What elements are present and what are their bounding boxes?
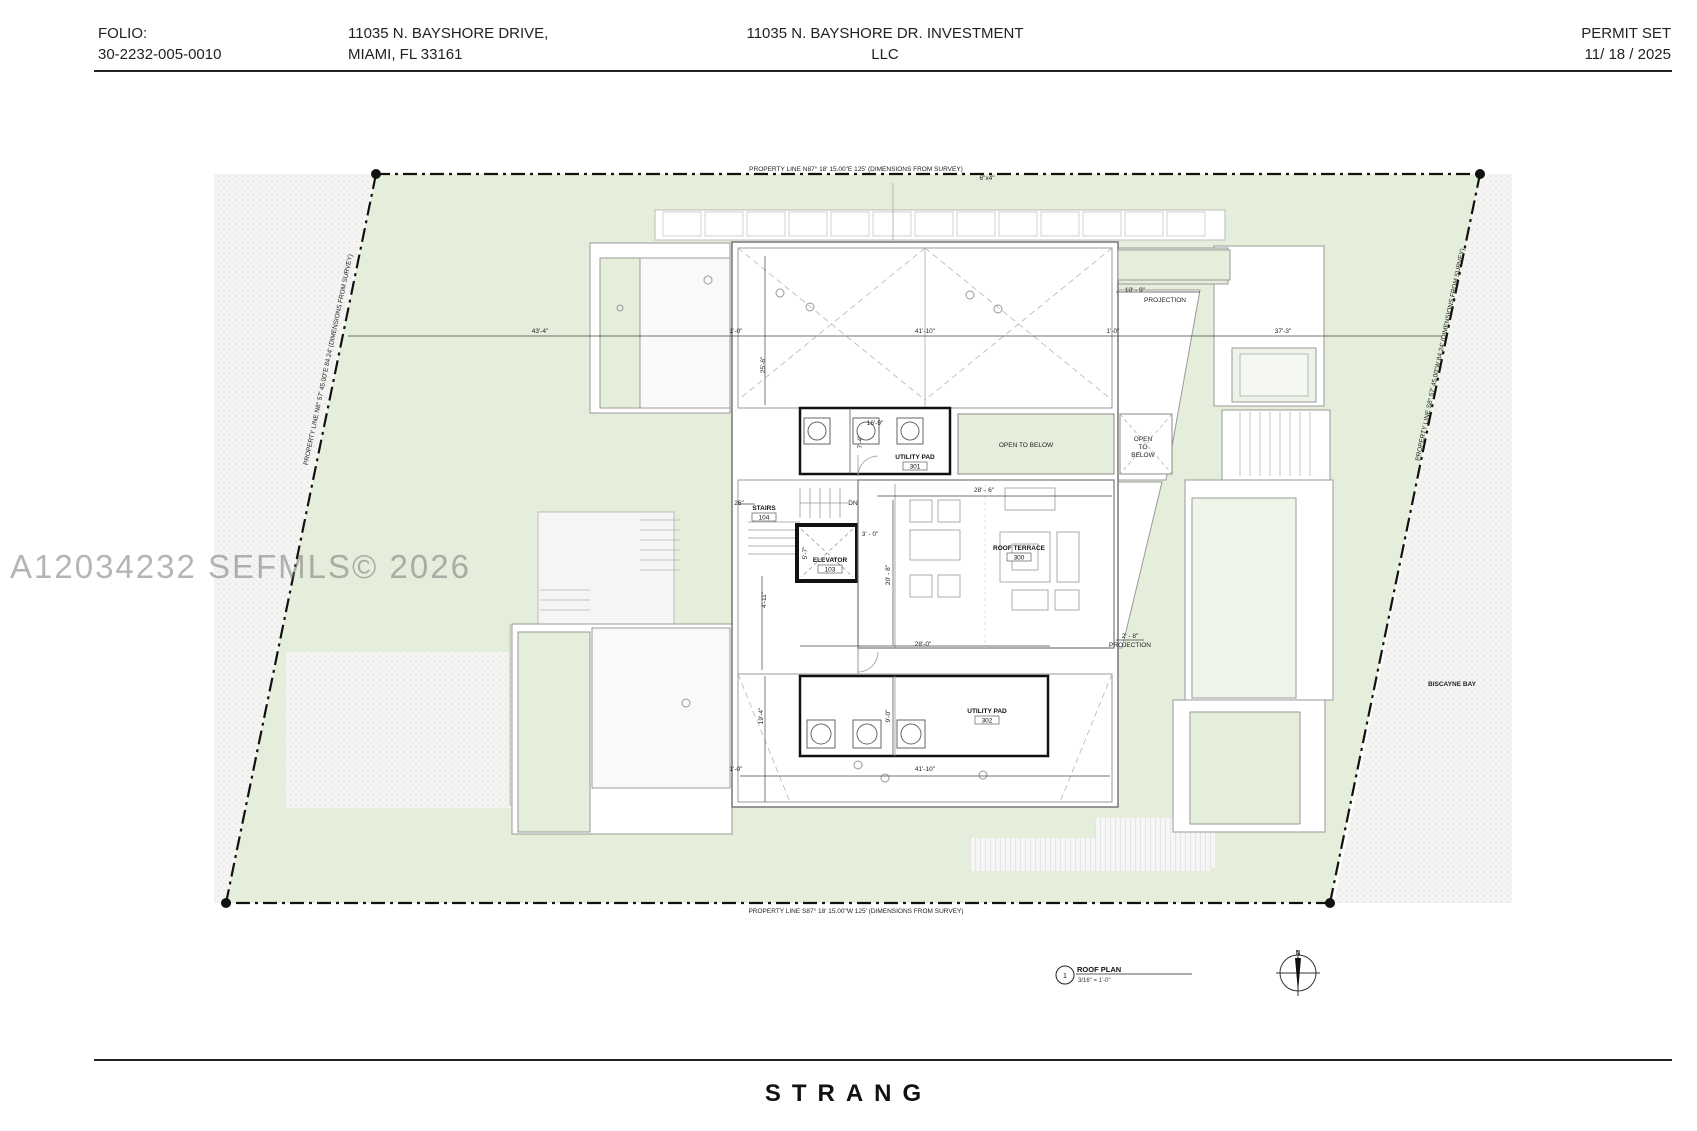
dim-20-8: 20' - 8" <box>885 564 892 585</box>
paver-row <box>662 211 1206 237</box>
roof-terrace-label: ROOF TERRACE <box>993 545 1046 552</box>
dim-25-6: 25'-6" <box>760 356 767 373</box>
utility-pad-301-units <box>803 417 924 445</box>
drawing-title: 1 ROOF PLAN 3/16" = 1'-0" <box>1055 965 1192 985</box>
stairs-treads <box>748 488 848 555</box>
dim-4-11: 4'-11" <box>761 591 768 608</box>
property-corners <box>221 169 1485 908</box>
header-rule <box>94 70 1672 72</box>
open-to-below-side-label-1: OPEN <box>1134 436 1153 443</box>
north-label: N <box>1295 950 1300 957</box>
biscayne-bay-label: BISCAYNE BAY <box>1428 681 1477 688</box>
dim-1-0-a: 1'-0" <box>730 328 744 335</box>
dim-width-bottom: 41'-10" <box>915 766 936 773</box>
dim-3-0: 3' - 0" <box>862 531 879 538</box>
owner-line-1: 11035 N. BAYSHORE DR. INVESTMENT <box>746 25 1024 42</box>
stairs-number: 104 <box>759 515 770 522</box>
room-tags: UTILITY PAD 301 UTILITY PAD 302 STAIRS 1… <box>751 454 1046 725</box>
address-line-2: MIAMI, FL 33161 <box>348 46 463 63</box>
stairs-label: STAIRS <box>752 505 776 512</box>
utility-pad-302 <box>798 674 1050 758</box>
pool-stair <box>1239 412 1311 476</box>
address-line-1: 11035 N. BAYSHORE DRIVE, <box>348 25 549 42</box>
left-wing <box>511 242 733 835</box>
bay-strip-right <box>1334 174 1512 903</box>
dim-9-0: 9'-0" <box>885 709 892 723</box>
dim-setback-left: 43'-4" <box>532 328 549 335</box>
brand-logo: STRANG <box>764 1080 933 1107</box>
projection-bottom-label: PROJECTION <box>1109 642 1151 649</box>
roof-terrace-number: 300 <box>1014 555 1025 562</box>
property-line-top-label: PROPERTY LINE N87° 18' 15.00"E 125' (DIM… <box>749 165 963 173</box>
dim-5-7: 5'-7" <box>802 546 809 560</box>
address-block: 11035 N. BAYSHORE DRIVE, MIAMI, FL 33161 <box>348 23 548 65</box>
owner-block: 11035 N. BAYSHORE DR. INVESTMENT LLC <box>700 23 1070 65</box>
drawing-scale: 3/16" = 1'-0" <box>1078 978 1111 984</box>
footer-rule <box>94 1059 1672 1061</box>
folio-block: FOLIO: 30-2232-005-0010 <box>98 23 221 65</box>
owner-line-2: LLC <box>871 46 899 63</box>
neighbor-strip-left <box>214 174 374 903</box>
top-note: 6"x4" <box>979 175 995 182</box>
permit-date: 11/ 18 / 2025 <box>1584 46 1671 63</box>
dim-26: 26" <box>734 500 744 507</box>
roof-drains <box>616 275 1003 783</box>
door-swing-301 <box>857 455 879 477</box>
dim-7-4: 7'-4" <box>857 435 864 449</box>
north-arrow-icon: N <box>1276 950 1320 996</box>
dim-width-top: 41'-10" <box>915 328 936 335</box>
stairs-dn-label: DN <box>848 500 858 507</box>
property-line-bottom-label: PROPERTY LINE S87° 18' 15.00"W 125' (DIM… <box>748 907 963 915</box>
utility-pad-301-number: 301 <box>910 464 921 471</box>
utility-pad-301-label: UTILITY PAD <box>895 454 935 461</box>
elevator-label: ELEVATOR <box>813 557 848 564</box>
planter-top-right <box>1117 249 1231 281</box>
utility-pad-302-number: 302 <box>982 718 993 725</box>
drawing-number: 1 <box>1063 973 1067 980</box>
open-to-below-side-label-2: TO <box>1139 444 1148 451</box>
folio-label: FOLIO: <box>98 25 148 42</box>
dim-19-4: 19'-4" <box>758 707 765 724</box>
dim-2-8: 2' - 8" <box>1122 633 1139 640</box>
projection-top-label: PROJECTION <box>1144 297 1186 304</box>
dimension-lines <box>348 256 1442 802</box>
property-line <box>224 172 1482 905</box>
permit-set-label: PERMIT SET <box>1581 25 1671 42</box>
dim-setback-right: 37'-3" <box>1275 328 1292 335</box>
dim-28-0: 28'-0" <box>915 641 932 648</box>
drawing-title-text: ROOF PLAN <box>1077 965 1121 974</box>
door-swing-302 <box>857 651 879 673</box>
dim-10-9: 10' - 9" <box>1125 287 1146 294</box>
open-to-below-side-label-3: BELOW <box>1131 452 1155 459</box>
utility-pad-302-units <box>806 719 926 749</box>
folio-number: 30-2232-005-0010 <box>98 46 222 63</box>
dim-28-6: 28' - 6" <box>974 487 995 494</box>
elevator-number: 103 <box>825 567 836 574</box>
dim-16-9: 16'-9" <box>867 420 884 427</box>
mls-watermark: A12034232 SEFMLS© 2026 <box>10 548 471 585</box>
utility-pad-302-label: UTILITY PAD <box>967 708 1007 715</box>
left-wing-stair <box>540 519 680 611</box>
open-to-below-main-label: OPEN TO BELOW <box>999 442 1054 449</box>
dim-1-0-c: 1'-0" <box>730 766 744 773</box>
permit-block: PERMIT SET 11/ 18 / 2025 <box>1581 23 1671 65</box>
open-to-below-main <box>957 413 1115 475</box>
dim-1-0-b: 1'-0" <box>1107 328 1121 335</box>
